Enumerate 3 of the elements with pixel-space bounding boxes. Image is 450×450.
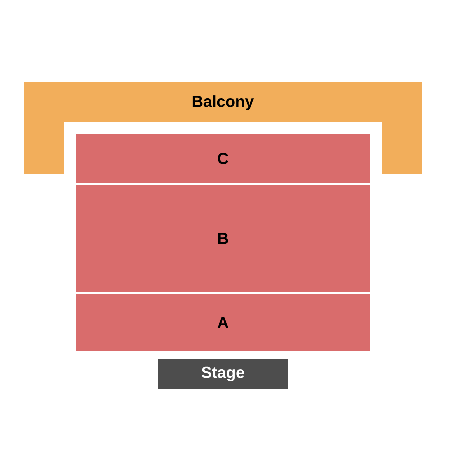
stage: Stage (158, 359, 288, 390)
seating-section: A (76, 294, 370, 352)
seating-section: C (76, 134, 370, 184)
